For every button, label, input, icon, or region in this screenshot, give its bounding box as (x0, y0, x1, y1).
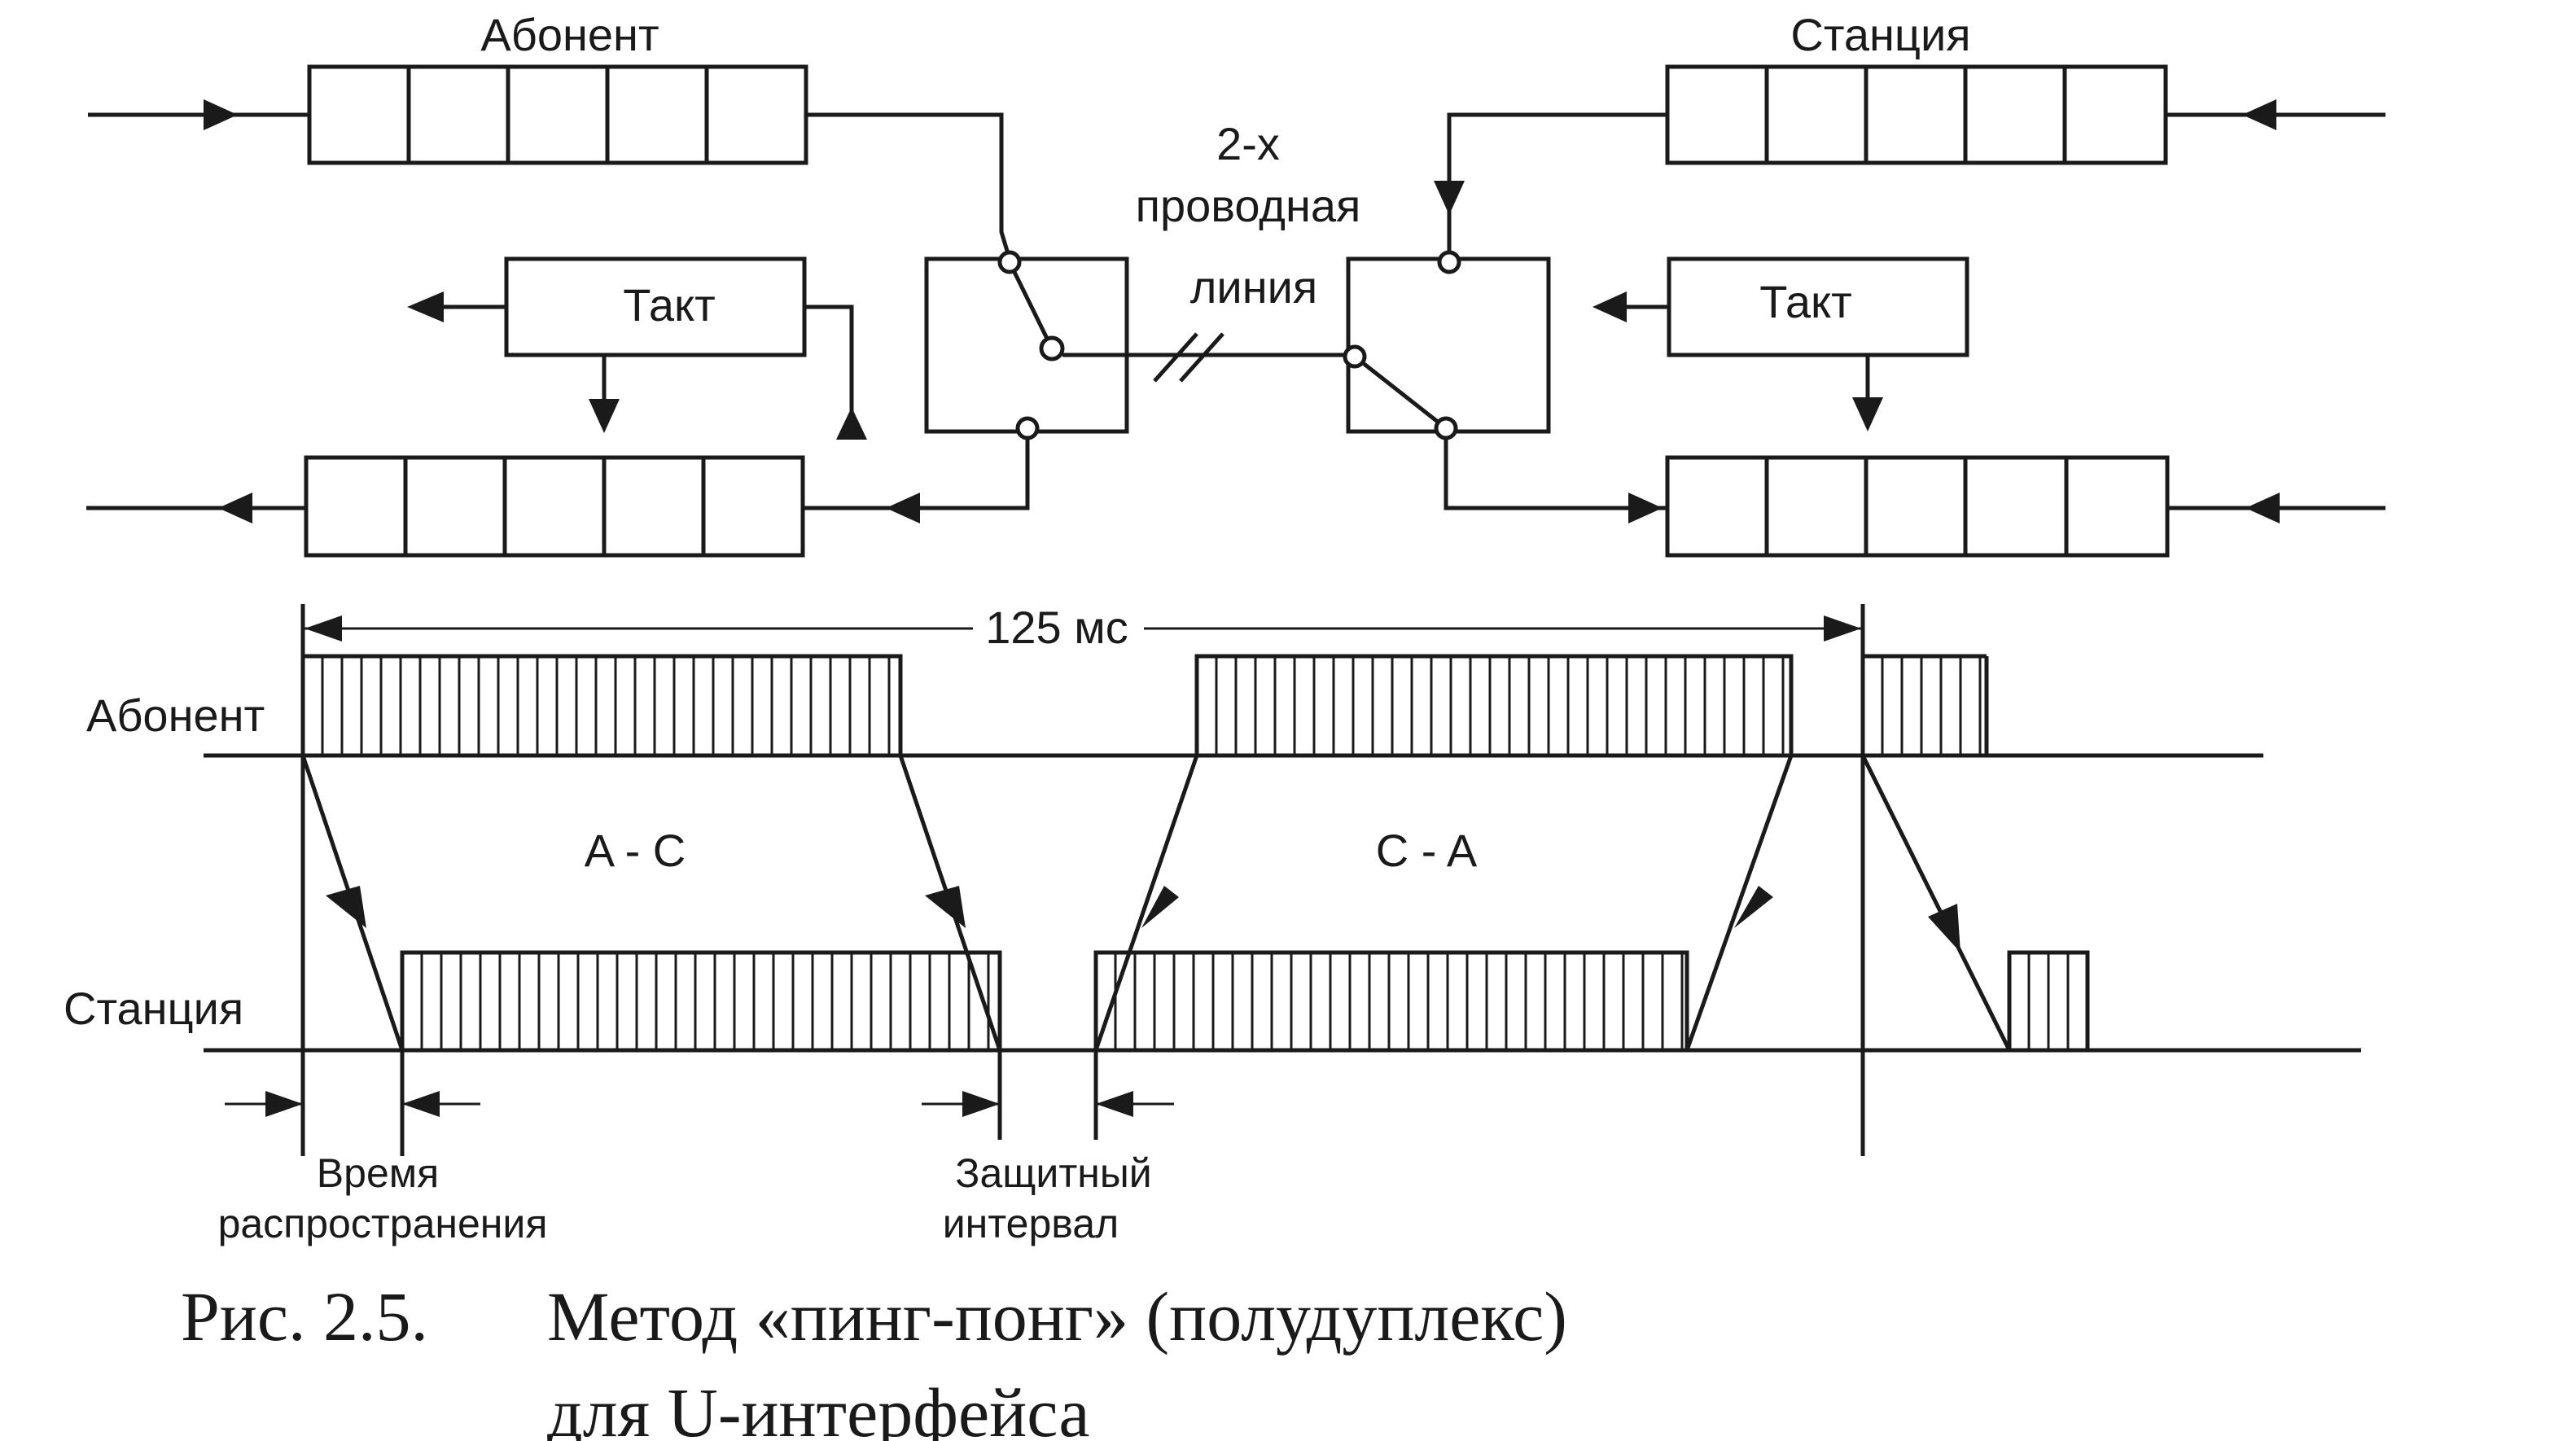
subscriber-tx-register (307, 64, 808, 165)
subscriber-clock-block (504, 256, 807, 357)
station-switch (1343, 250, 1551, 440)
guard-label-2: интервал (943, 1201, 1119, 1246)
propagation-label-1: Время (317, 1150, 439, 1196)
propagation-time-dimension (225, 1050, 480, 1156)
propagation-arrow-ac-start (300, 755, 405, 1051)
subscriber-title: Абонент (480, 9, 659, 60)
subscriber-output-arrow (86, 493, 306, 523)
line-label-1: 2-х (1216, 118, 1280, 169)
propagation-arrow-ca-end (1684, 755, 1794, 1051)
subscriber-clock-feedback-arrow (804, 304, 867, 440)
timing-diagram: 125 мс Абонент Станция (64, 602, 2361, 1246)
propagation-label-2: распространения (218, 1201, 548, 1246)
propagation-arrow-next (1860, 754, 2012, 1052)
station-title: Станция (1790, 9, 1970, 60)
direction-ac-label: A - C (585, 825, 686, 876)
figure-caption: Рис. 2.5. Метод «пинг-понг» (полудуплекс… (181, 1277, 1567, 1441)
subscriber-clock-out-arrow (407, 291, 506, 322)
caption-number: Рис. 2.5. (181, 1277, 428, 1356)
station-clock-out-arrow (1592, 291, 1669, 322)
line-label-3: линия (1190, 261, 1318, 313)
guard-label-1: Защитный (955, 1150, 1151, 1196)
switch-to-subscriber-rx (803, 431, 1030, 523)
station-tx-to-switch (1434, 112, 1667, 252)
switch-to-station-rx (1444, 436, 1667, 523)
two-wire-line (1062, 332, 1352, 383)
period-dimension (303, 615, 1863, 642)
subscriber-switch (924, 250, 1129, 440)
line-label-2: проводная (1136, 180, 1361, 231)
station-clock-block (1667, 256, 1969, 357)
station-burst-3-partial (2007, 950, 2090, 1053)
station-output-arrow (2167, 493, 2385, 523)
period-label: 125 мс (985, 602, 1128, 653)
propagation-arrow-ca-start (1093, 755, 1199, 1051)
subscriber-rx-register (304, 455, 805, 558)
station-tx-register (1665, 64, 2168, 165)
station-clock-label: Такт (1759, 276, 1852, 327)
caption-line-2: для U-интерфейса (547, 1373, 1090, 1441)
station-rx-register (1665, 455, 2170, 558)
caption-line-1: Метод «пинг-понг» (полудуплекс) (547, 1277, 1567, 1356)
subscriber-clock-label: Такт (623, 279, 716, 331)
subscriber-clock-down-arrow (589, 355, 620, 433)
subscriber-row-label: Абонент (86, 690, 265, 741)
subscriber-tx-to-switch (806, 112, 1012, 260)
subscriber-burst-2 (1194, 654, 1794, 758)
subscriber-burst-3-partial (1863, 654, 1989, 756)
subscriber-burst-1 (300, 654, 903, 758)
subscriber-input-arrow (88, 99, 309, 130)
station-input-arrow (2166, 99, 2385, 130)
station-burst-1 (400, 950, 1002, 1053)
direction-ca-label: C - A (1376, 825, 1478, 876)
station-burst-2 (1093, 950, 1689, 1053)
block-diagram: Абонент Станция Такт (86, 9, 2385, 558)
station-clock-down-arrow (1852, 355, 1883, 431)
guard-interval-dimension (922, 1050, 1174, 1140)
station-row-label: Станция (64, 983, 243, 1034)
propagation-arrow-ac-end (898, 755, 1002, 1051)
